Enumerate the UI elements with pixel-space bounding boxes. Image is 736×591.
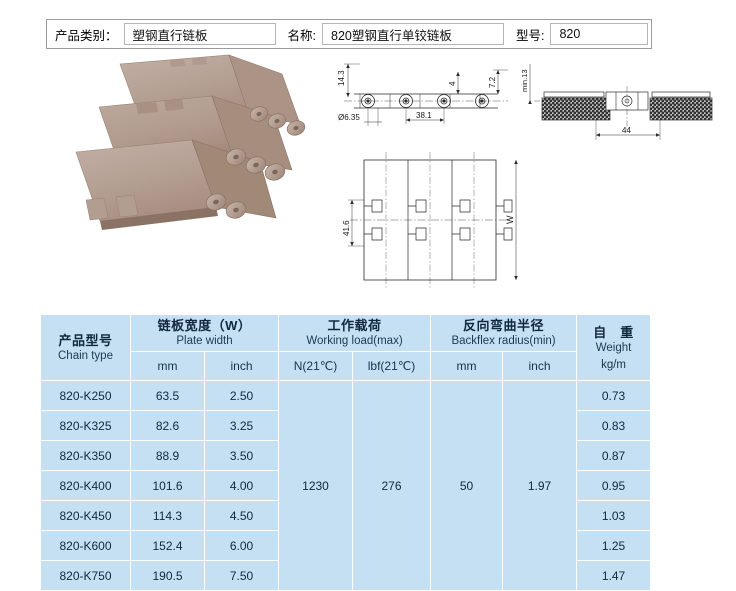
cell-inch: 6.00 — [204, 530, 279, 562]
cell-weight: 0.83 — [576, 410, 652, 442]
unit-backflex-mm: mm — [430, 351, 504, 382]
header-backflex-cn: 反向弯曲半径 — [463, 318, 545, 333]
product-category-label: 产品类别： — [55, 28, 118, 43]
cell-inch: 7.50 — [204, 560, 279, 591]
product-model-value: 820 — [550, 23, 648, 45]
unit-load-lbf: lbf(21℃) — [351, 351, 432, 382]
cell-weight: 0.73 — [576, 380, 652, 412]
header-weight-en: Weight — [595, 342, 632, 355]
dim-7-2: 7.2 — [488, 76, 497, 88]
cell-type: 820-K400 — [40, 470, 131, 502]
dim-44: 44 — [622, 126, 631, 135]
section-view-drawing: min.13 44 — [520, 64, 713, 140]
cell-inch: 4.00 — [204, 470, 279, 502]
cell-inch: 3.25 — [204, 410, 279, 442]
cell-inch: 3.50 — [204, 440, 279, 472]
cell-weight: 0.87 — [576, 440, 652, 472]
cell-type: 820-K750 — [40, 560, 131, 591]
product-name-value: 820塑钢直行单铰链板 — [322, 23, 504, 45]
cell-mm: 190.5 — [130, 560, 205, 591]
cell-inch: 4.50 — [204, 500, 279, 532]
dim-41-6: 41.6 — [342, 220, 351, 236]
header-weight-cn: 自 重 — [593, 325, 634, 340]
side-view-drawing: 14.3 4 7.2 Ø6.35 38.1 — [337, 63, 508, 126]
header-working-load: 工作载荷 Working load(max) — [277, 313, 432, 353]
cell-mm: 82.6 — [130, 410, 205, 442]
unit-backflex-inch: inch — [502, 351, 578, 382]
chain-plate-segment — [75, 139, 218, 230]
header-backflex-en: Backflex radius(min) — [451, 335, 556, 348]
dim-min-13: min.13 — [520, 69, 529, 92]
spec-header-bar: 产品类别： 塑钢直行链板 名称: 820塑钢直行单铰链板 型号: 820 — [46, 19, 652, 49]
cell-type: 820-K600 — [40, 530, 131, 562]
specification-table: 产品型号 Chain type 链板宽度（W） Plate width 工作载荷… — [40, 313, 652, 591]
cell-working-load-n: 1230 — [278, 380, 353, 591]
dim-14-3: 14.3 — [337, 70, 346, 86]
dim-diameter-6-35: Ø6.35 — [338, 113, 360, 122]
product-model-label: 型号: — [516, 28, 545, 43]
header-plate-width-en: Plate width — [176, 335, 233, 348]
cell-weight: 0.95 — [576, 470, 652, 502]
cell-mm: 101.6 — [130, 470, 205, 502]
product-photo — [24, 52, 334, 297]
cell-mm: 114.3 — [130, 500, 205, 532]
table-header-row-group: 产品型号 Chain type 链板宽度（W） Plate width 工作载荷… — [40, 313, 652, 382]
cell-weight: 1.03 — [576, 500, 652, 532]
cell-mm: 63.5 — [130, 380, 205, 412]
specification-table-wrapper: 产品型号 Chain type 链板宽度（W） Plate width 工作载荷… — [40, 313, 652, 591]
product-name-label: 名称: — [287, 28, 316, 43]
hinge-link-assembly — [191, 54, 306, 219]
unit-load-n: N(21℃) — [278, 351, 353, 382]
header-plate-width-cn: 链板宽度（W） — [157, 318, 252, 333]
cell-weight: 1.47 — [576, 560, 652, 591]
header-chain-type-cn: 产品型号 — [58, 332, 113, 348]
header-weight-unit: kg/m — [601, 359, 626, 372]
cell-type: 820-K350 — [40, 440, 131, 472]
header-weight: 自 重 Weight kg/m — [576, 313, 652, 382]
cell-backflex-mm: 50 — [430, 380, 504, 591]
product-photo-illustration — [75, 54, 306, 230]
header-backflex-radius: 反向弯曲半径 Backflex radius(min) — [430, 313, 578, 353]
dim-w: W — [505, 215, 515, 224]
cell-backflex-inch: 1.97 — [502, 380, 578, 591]
technical-drawings: 14.3 4 7.2 Ø6.35 38.1 — [330, 56, 720, 291]
dim-4: 4 — [448, 81, 457, 86]
table-unit-row: mm inch N(21℃) lbf(21℃) mm inch — [41, 351, 651, 382]
top-view-drawing: 41.6 W — [342, 152, 518, 288]
unit-width-inch: inch — [204, 351, 279, 382]
cell-mm: 152.4 — [130, 530, 205, 562]
header-plate-width: 链板宽度（W） Plate width — [130, 313, 279, 353]
cell-mm: 88.9 — [130, 440, 205, 472]
header-chain-type: 产品型号 Chain type — [40, 313, 131, 382]
header-working-load-en: Working load(max) — [306, 335, 403, 348]
header-working-load-cn: 工作载荷 — [327, 318, 382, 333]
product-category-value: 塑钢直行链板 — [123, 23, 276, 45]
header-chain-type-en: Chain type — [58, 349, 113, 362]
cell-type: 820-K450 — [40, 500, 131, 532]
engineering-drawing-svg: 14.3 4 7.2 Ø6.35 38.1 — [337, 63, 713, 288]
cell-working-load-lbf: 276 — [351, 380, 432, 591]
cell-inch: 2.50 — [204, 380, 279, 412]
dim-38-1: 38.1 — [416, 111, 432, 120]
cell-type: 820-K250 — [40, 380, 131, 412]
unit-width-mm: mm — [130, 351, 205, 382]
cell-type: 820-K325 — [40, 410, 131, 442]
cell-weight: 1.25 — [576, 530, 652, 562]
